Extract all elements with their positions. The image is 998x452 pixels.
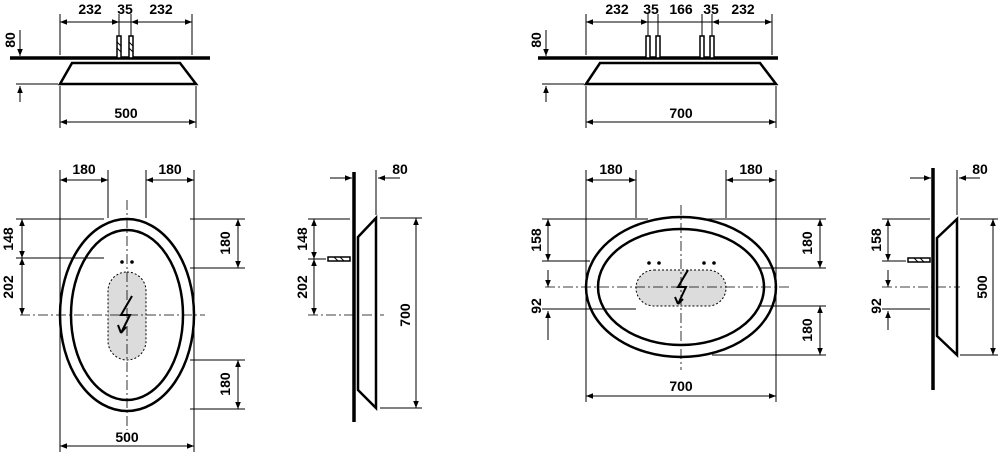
dim-bottom: 500: [115, 429, 139, 445]
dim-width-1: 232: [78, 1, 102, 17]
electrical-symbol-icon: [117, 295, 133, 334]
dim-right-upper: 180: [217, 231, 233, 255]
dim-top-left: 180: [599, 161, 623, 177]
tap-hole-icon: [647, 261, 651, 265]
dim-left-upper: 148: [294, 227, 310, 251]
dim-right-upper: 180: [799, 231, 815, 255]
dim-height: 80: [2, 32, 18, 48]
dim-top: 80: [392, 161, 408, 177]
dim-width-2: 35: [117, 1, 133, 17]
basin-side-profile: [356, 214, 378, 412]
dim-height: 80: [528, 32, 544, 48]
tap-hole-icon: [702, 261, 706, 265]
large-side-view: 80 158 92 500: [868, 161, 998, 390]
basin-side-profile: [935, 216, 959, 358]
dim-right: 700: [397, 303, 413, 327]
valve-icon: [116, 35, 134, 59]
tap-hole-icon: [120, 260, 124, 264]
dim-bottom: 700: [669, 378, 693, 394]
dim-right-lower: 180: [217, 372, 233, 396]
dim-left-lower: 202: [0, 275, 16, 299]
valve-icon: [327, 256, 351, 262]
dim-left-upper: 158: [528, 228, 544, 252]
tap-hole-icon: [712, 261, 716, 265]
dim-width-3: 232: [149, 1, 173, 17]
dim-left-upper: 148: [0, 227, 16, 251]
tap-hole-icon: [130, 260, 134, 264]
dim-top: 80: [972, 161, 988, 177]
dim-top-right: 180: [739, 161, 763, 177]
basin-profile: [583, 61, 779, 86]
dim-width-5: 232: [731, 1, 755, 17]
small-plan-view: 180 180 148 202 180 180 500: [0, 161, 245, 452]
small-side-view: 80 148 202 700: [294, 161, 422, 422]
dim-overall: 700: [669, 105, 693, 121]
dim-right: 500: [974, 275, 990, 299]
dim-right-lower: 180: [799, 318, 815, 342]
tap-hole-icon: [657, 261, 661, 265]
dim-left-lower: 202: [294, 275, 310, 299]
valve-icon: [645, 35, 715, 59]
dim-left-lower: 92: [868, 298, 884, 314]
small-top-side-view: 232 35 232 80 500: [2, 1, 210, 128]
large-top-side-view: 232 35 166 35 232 80 700: [528, 1, 779, 128]
large-plan-view: 180 180 158 92 180 180 700: [528, 161, 826, 402]
dim-overall: 500: [114, 105, 138, 121]
dim-top-left: 180: [72, 161, 96, 177]
dim-width-4: 35: [703, 1, 719, 17]
dim-left-lower: 92: [528, 298, 544, 314]
dim-top-right: 180: [158, 161, 182, 177]
dim-width-3: 166: [669, 1, 693, 17]
valve-icon: [907, 257, 931, 263]
basin-profile: [57, 61, 199, 86]
dim-width-1: 232: [605, 1, 629, 17]
dim-left-upper: 158: [868, 228, 884, 252]
dim-width-2: 35: [643, 1, 659, 17]
electrical-symbol-icon: [674, 269, 689, 305]
